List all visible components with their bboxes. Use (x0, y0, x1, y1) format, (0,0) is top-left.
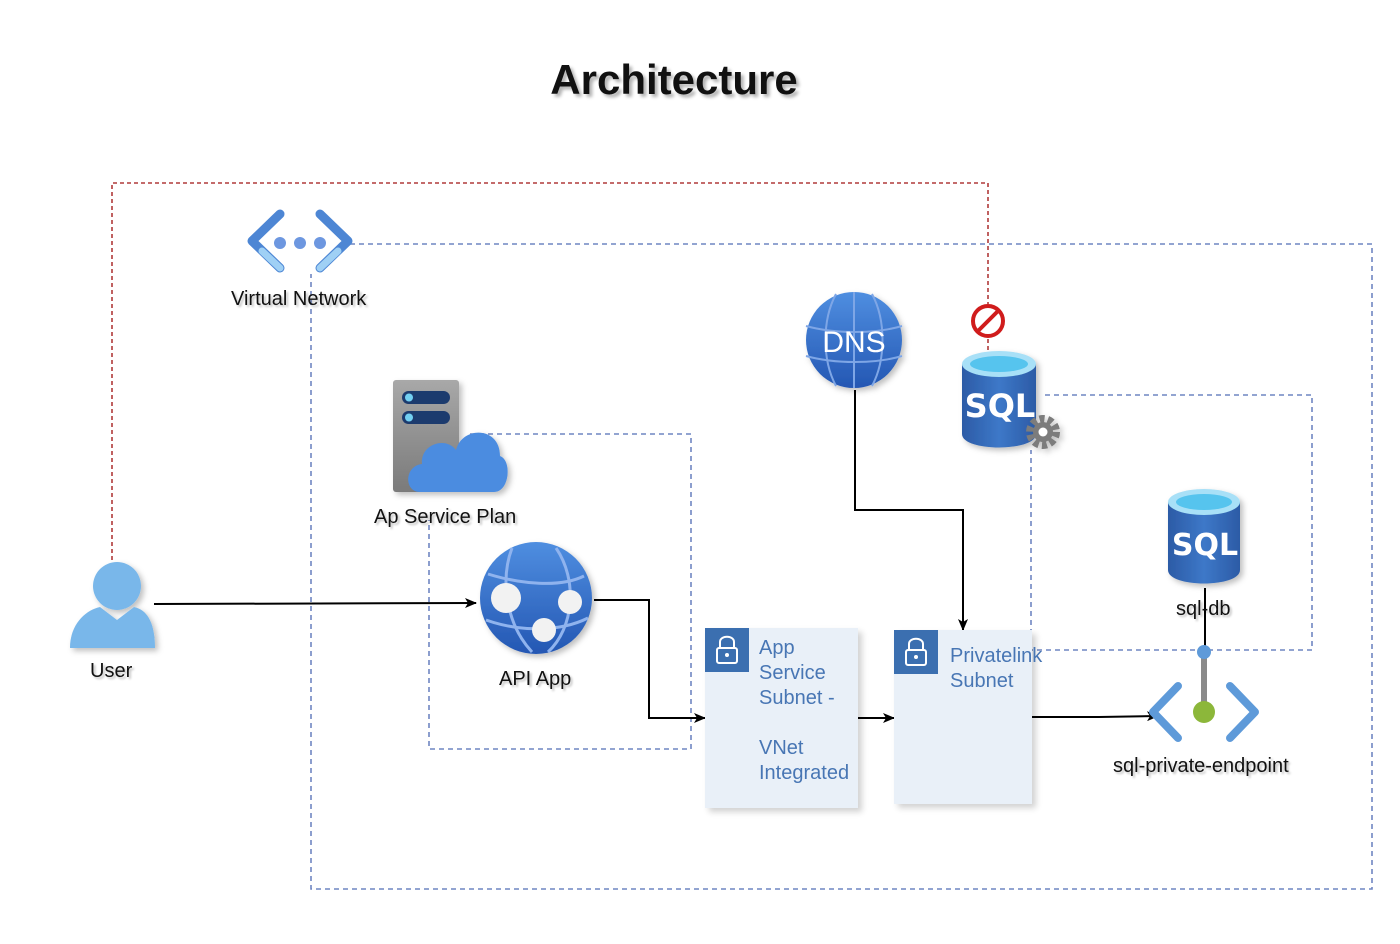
sql-db-icon-text: SQL (1172, 528, 1238, 563)
blocked-public-path (111, 182, 989, 560)
virtual-network-label: Virtual Network (231, 288, 367, 310)
privatelink-subnet-label: Privatelink Subnet (950, 645, 1043, 692)
app-service-subnet-label: App Service Subnet - VNet Integrated (759, 637, 850, 784)
lock-icon (894, 630, 938, 674)
sql-server-icon-text: SQL (965, 387, 1036, 425)
private-endpoint-icon (1149, 645, 1259, 742)
sql-db-label: sql-db (1176, 598, 1231, 620)
connector-api-app-to-app-subnet (594, 599, 706, 723)
connector-privatelink-to-endpoint (1032, 711, 1159, 722)
user-icon (70, 562, 155, 648)
api-app-icon (480, 542, 592, 654)
gear-icon (1026, 415, 1060, 449)
sql-private-endpoint-label: sql-private-endpoint (1113, 755, 1289, 777)
sql-db-icon: SQL (1168, 489, 1240, 584)
connector-user-to-api-app (153, 598, 477, 609)
virtual-network-boundary (310, 243, 1373, 890)
connector-dns-to-privatelink (854, 390, 968, 631)
app-service-plan-label: Ap Service Plan (374, 506, 517, 528)
sql-server-icon: SQL (962, 351, 1060, 449)
api-app-label: API App (499, 668, 572, 690)
diagram-title: Architecture (550, 56, 798, 103)
lock-icon (705, 628, 749, 672)
sql-server-boundary (1030, 394, 1313, 651)
app-service-plan-boundary (428, 433, 692, 750)
user-label: User (90, 660, 133, 682)
dns-icon: DNS (805, 292, 903, 388)
blocked-icon (971, 304, 1005, 338)
privatelink-subnet: Privatelink Subnet (894, 630, 1042, 804)
app-service-plan-icon (393, 380, 508, 492)
dns-icon-text: DNS (822, 326, 885, 359)
virtual-network-icon (247, 209, 353, 273)
app-service-subnet: App Service Subnet - VNet Integrated (705, 628, 858, 808)
